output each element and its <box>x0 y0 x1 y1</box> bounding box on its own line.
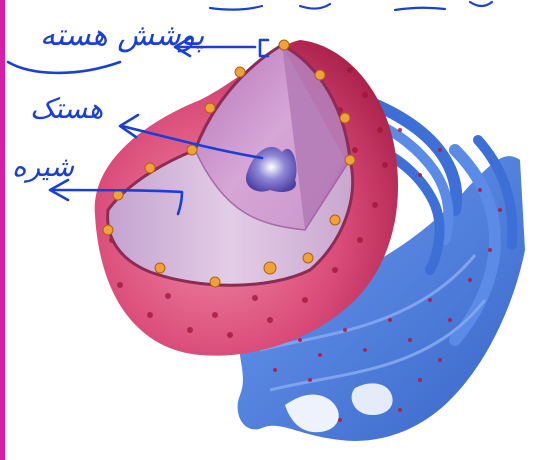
top-scribbles <box>210 2 492 10</box>
label-nucleoplasm: شیره <box>12 150 74 183</box>
label-nuclear-envelope: پوشش هسته <box>40 18 205 53</box>
left-margin-bar <box>0 0 5 460</box>
annotation-swoosh <box>8 62 120 73</box>
label-nucleolus: هستک <box>30 92 103 125</box>
